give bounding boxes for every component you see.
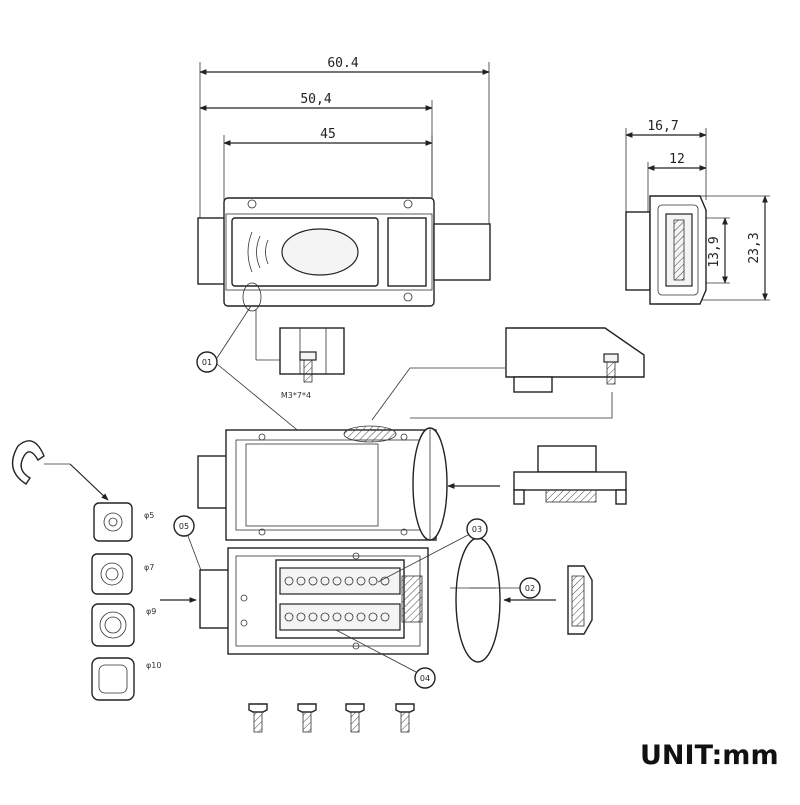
dim-side-width-outer: 16,7	[647, 119, 678, 134]
callout-03-label: 03	[472, 525, 482, 534]
terminal-row-bottom	[279, 603, 401, 631]
pcb-connector	[401, 575, 423, 623]
screw-1	[248, 703, 268, 733]
unit-label: UNIT:mm	[640, 740, 779, 771]
grommet-7-label: φ7	[144, 563, 154, 572]
grommet-5: φ5	[93, 502, 154, 542]
screws-row	[248, 703, 415, 733]
terminal-row-top	[279, 567, 401, 595]
dim-side-height-inner: 13,9	[707, 236, 722, 267]
dim-middle-label: 50,4	[300, 92, 331, 107]
side-cable-end	[625, 211, 651, 291]
screw-4	[395, 703, 415, 733]
dim-side-width-inner: 12	[669, 152, 685, 167]
dim-side-height-outer: 23,3	[747, 232, 762, 263]
grommet-5-label: φ5	[144, 511, 154, 520]
callout-03: 03	[377, 518, 488, 583]
callout-05-label: 05	[179, 522, 189, 531]
cable-clamp-part	[513, 445, 627, 505]
dim-overall-label: 60.4	[327, 56, 358, 71]
right-end-block	[433, 223, 491, 281]
grommet-7: φ7	[91, 553, 154, 595]
logo-oval	[281, 228, 359, 276]
screw-hole-highlight	[242, 282, 262, 312]
screw-2	[297, 703, 317, 733]
screw-3	[345, 703, 365, 733]
middle-latch-highlight	[343, 425, 397, 443]
grommet-10: φ10	[91, 657, 161, 701]
middle-housing-body	[225, 429, 437, 541]
top-right-window	[387, 217, 427, 287]
callout-02-label: 02	[525, 584, 535, 593]
top-cover-part	[371, 327, 645, 421]
callout-04-label: 04	[420, 674, 430, 683]
dsub-connector-part	[567, 565, 593, 635]
callout-01-label: 01	[202, 358, 212, 367]
grommet-9: φ9	[91, 603, 156, 647]
bottom-cable-opening	[455, 537, 501, 663]
bottom-housing	[199, 537, 501, 663]
left-end-block	[197, 217, 228, 285]
callout-02: 02	[470, 577, 556, 603]
screw-boss-detail: M3*7*4	[255, 310, 345, 400]
top-view: 60.4 50,4 45	[197, 56, 491, 312]
middle-housing	[197, 425, 500, 541]
side-view: 16,7 12 13,9 23,3	[625, 119, 770, 305]
cable-clip-part	[11, 440, 109, 501]
dim-inner-label: 45	[320, 127, 336, 142]
grommet-9-label: φ9	[146, 607, 156, 616]
callout-04: 04	[335, 629, 436, 689]
grommet-10-label: φ10	[146, 661, 161, 670]
screw-spec-label: M3*7*4	[281, 391, 311, 400]
